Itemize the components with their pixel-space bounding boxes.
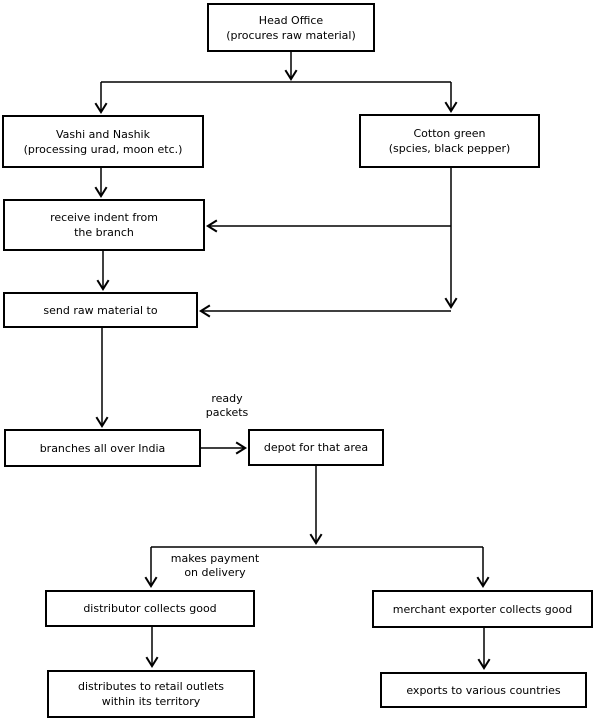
node-branches-all-over-india: branches all over India — [4, 429, 201, 467]
node-vashi-and-nashik: Vashi and Nashik (processing urad, moon … — [2, 115, 204, 168]
node-exports-countries: exports to various countries — [380, 672, 587, 708]
node-send-raw-material: send raw material to — [3, 292, 198, 328]
edge-label-makes-payment: makes payment on delivery — [170, 552, 260, 579]
edge-label-ready-packets: ready packets — [205, 392, 249, 419]
node-merchant-exporter-collects: merchant exporter collects good — [372, 590, 593, 628]
node-receive-indent: receive indent from the branch — [3, 199, 205, 251]
node-distributor-collects: distributor collects good — [45, 590, 255, 627]
node-depot-for-area: depot for that area — [248, 429, 384, 466]
node-cotton-green: Cotton green (spcies, black pepper) — [359, 114, 540, 168]
node-head-office: Head Office (procures raw material) — [207, 3, 375, 52]
node-distributes-retail-outlets: distributes to retail outlets within its… — [47, 670, 255, 718]
